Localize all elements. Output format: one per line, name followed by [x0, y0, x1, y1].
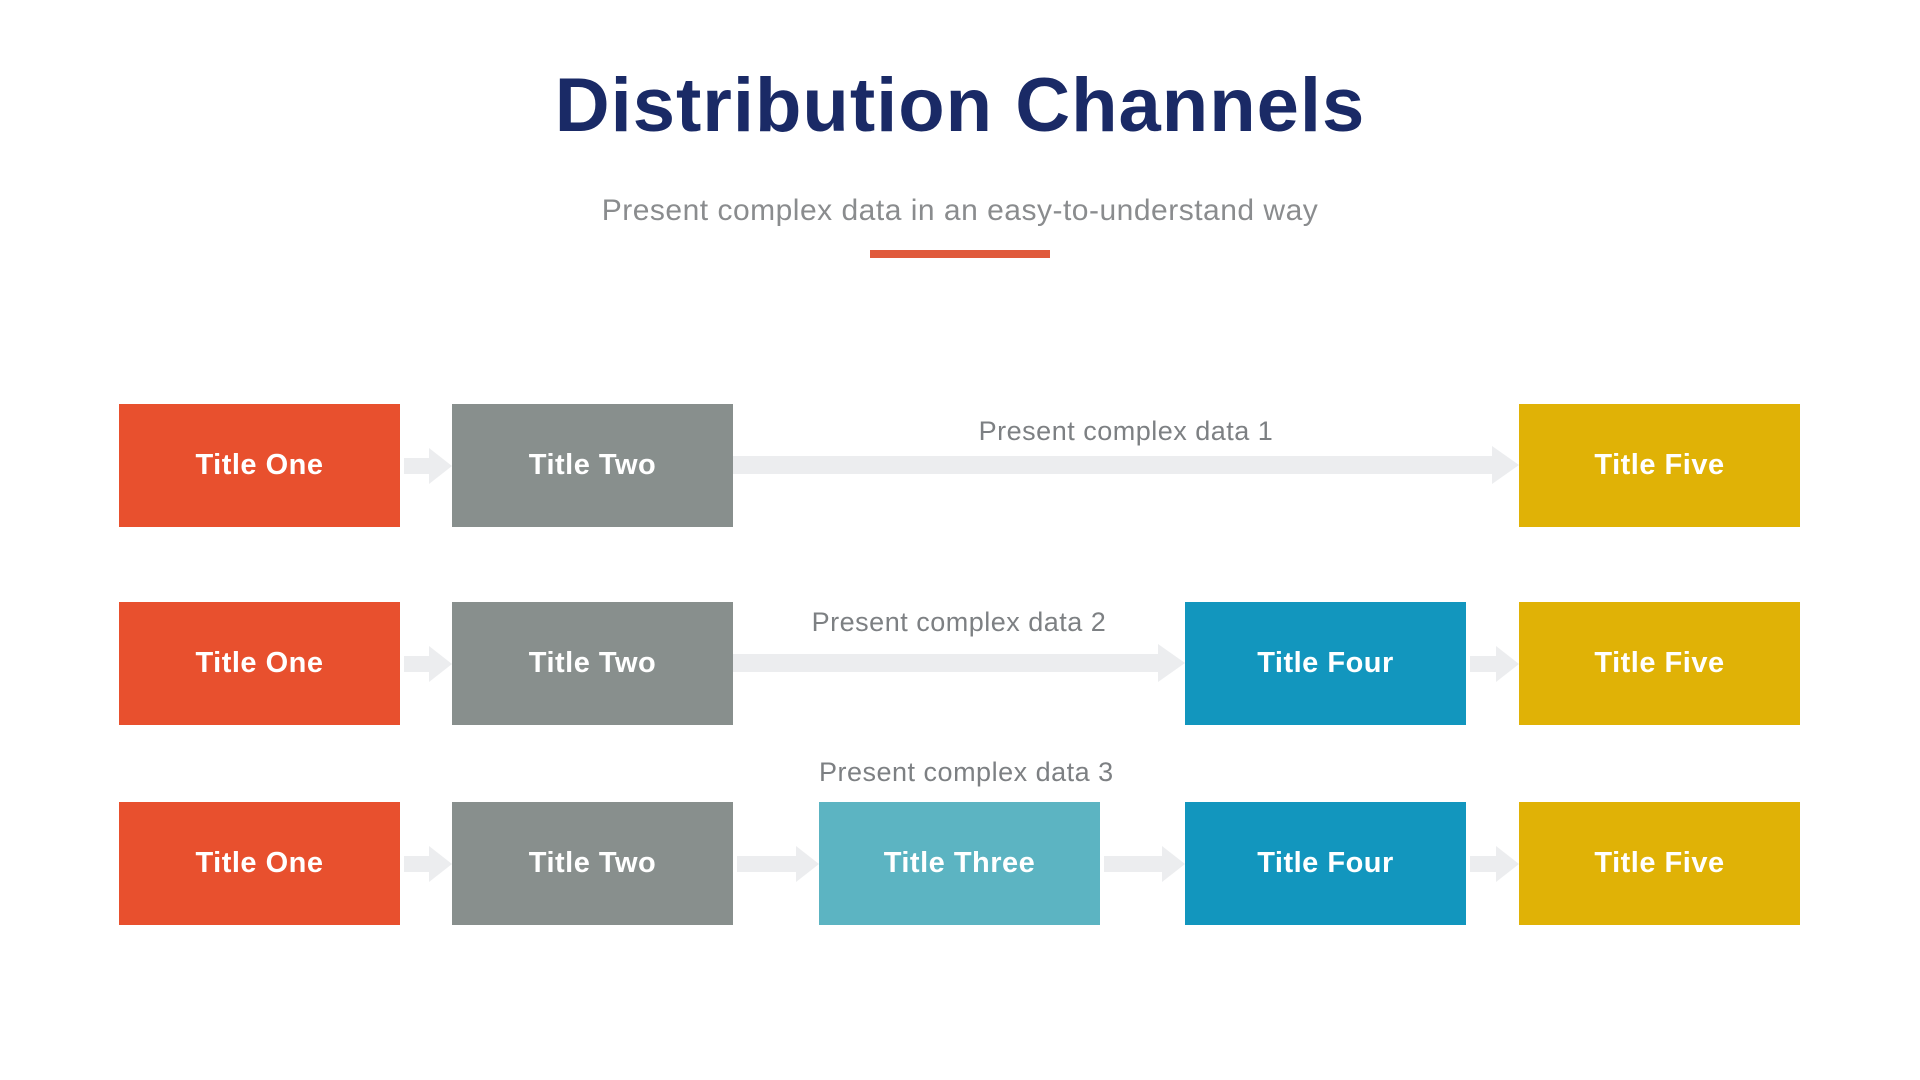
arrow-head	[429, 448, 452, 484]
arrow-head	[796, 846, 819, 882]
arrow-right-icon	[404, 645, 452, 683]
flow-label: Present complex data 3	[819, 757, 1114, 787]
arrow-right-icon	[733, 446, 1519, 484]
arrow-head	[1496, 846, 1519, 882]
flow-node-title-one: Title One	[119, 602, 400, 725]
arrow-head	[1492, 446, 1519, 484]
arrow-head	[429, 646, 452, 682]
arrow-head	[1496, 646, 1519, 682]
page-title: Distribution Channels	[554, 63, 1366, 148]
arrow-shaft	[1470, 856, 1496, 872]
flow-node-title-four: Title Four	[1185, 802, 1466, 925]
flow-node-title-one: Title One	[119, 802, 400, 925]
arrow-shaft	[733, 456, 1492, 474]
arrow-right-icon	[404, 845, 452, 883]
arrow-shaft	[1470, 656, 1496, 672]
flow-label: Present complex data 1	[978, 416, 1274, 446]
arrow-head	[1162, 846, 1185, 882]
flow-node-title-two: Title Two	[452, 602, 733, 725]
flow-node-title-two: Title Two	[452, 802, 733, 925]
flow-node-title-five: Title Five	[1519, 404, 1800, 527]
arrow-right-icon	[1470, 845, 1519, 883]
arrow-shaft	[404, 458, 429, 474]
arrow-right-icon	[733, 644, 1185, 682]
flow-node-title-five: Title Five	[1519, 602, 1800, 725]
title-underline-divider	[870, 250, 1050, 258]
arrow-head	[1158, 644, 1185, 682]
arrow-right-icon	[737, 845, 819, 883]
page-subtitle: Present complex data in an easy-to-under…	[601, 194, 1319, 227]
arrow-right-icon	[1104, 845, 1185, 883]
flow-label: Present complex data 2	[811, 607, 1107, 637]
arrow-shaft	[1104, 856, 1162, 872]
flow-node-title-four: Title Four	[1185, 602, 1466, 725]
arrow-shaft	[737, 856, 796, 872]
flow-node-title-three: Title Three	[819, 802, 1100, 925]
arrow-head	[429, 846, 452, 882]
arrow-right-icon	[1470, 645, 1519, 683]
arrow-shaft	[733, 654, 1158, 672]
arrow-right-icon	[404, 447, 452, 485]
flow-node-title-two: Title Two	[452, 404, 733, 527]
flow-node-title-one: Title One	[119, 404, 400, 527]
arrow-shaft	[404, 856, 429, 872]
flow-node-title-five: Title Five	[1519, 802, 1800, 925]
arrow-shaft	[404, 656, 429, 672]
